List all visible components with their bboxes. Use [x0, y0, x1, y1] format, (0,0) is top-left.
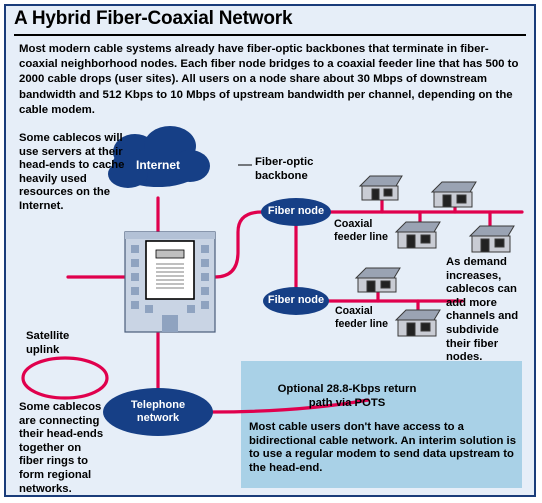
fiber-node-2-shape — [263, 287, 329, 315]
servers-note: Some cablecos will use servers at their … — [19, 132, 125, 212]
house-2a-icon — [354, 267, 401, 293]
intro-text: Most modern cable systems already have f… — [19, 43, 519, 116]
fiber-backbone-label: Fiber-optic backbone — [255, 156, 314, 182]
fiber-node-1-shape — [261, 198, 331, 226]
fiber-node-1-label: Fiber node — [267, 205, 325, 217]
coaxial-feeder-label-1: Coaxial feeder line — [334, 218, 389, 243]
diagram-title: A Hybrid Fiber-Coaxial Network — [14, 8, 293, 29]
fiber-ring — [21, 356, 109, 400]
title-rule — [14, 34, 526, 36]
pots-label: Optional 28.8-Kbps return path via POTS — [277, 383, 417, 409]
fiber-rings-note: Some cablecos are connecting their head-… — [19, 401, 104, 495]
house-1c-icon — [430, 181, 477, 208]
internet-label: Internet — [135, 158, 180, 172]
pots-link — [210, 398, 370, 414]
return-path-panel — [241, 361, 522, 488]
satellite-label: Satellite uplink — [26, 330, 70, 356]
house-2b-icon — [394, 309, 441, 337]
headend-building — [124, 231, 216, 333]
house-1a-icon — [358, 175, 403, 201]
house-1b-icon — [394, 221, 441, 249]
fiber-node-2-label: Fiber node — [267, 294, 325, 306]
telephone-network-shape — [103, 388, 213, 436]
demand-note: As demand increases, cablecos can add mo… — [446, 256, 519, 364]
coaxial-feeder-label-2: Coaxial feeder line — [335, 305, 388, 330]
telephone-network-label: Telephone network — [130, 399, 186, 424]
modem-note: Most cable users don't have access to a … — [249, 421, 516, 474]
houses — [354, 175, 515, 337]
internet-cloud — [108, 126, 210, 188]
fiber-backbone-line — [213, 210, 264, 279]
house-1d-icon — [468, 225, 515, 253]
